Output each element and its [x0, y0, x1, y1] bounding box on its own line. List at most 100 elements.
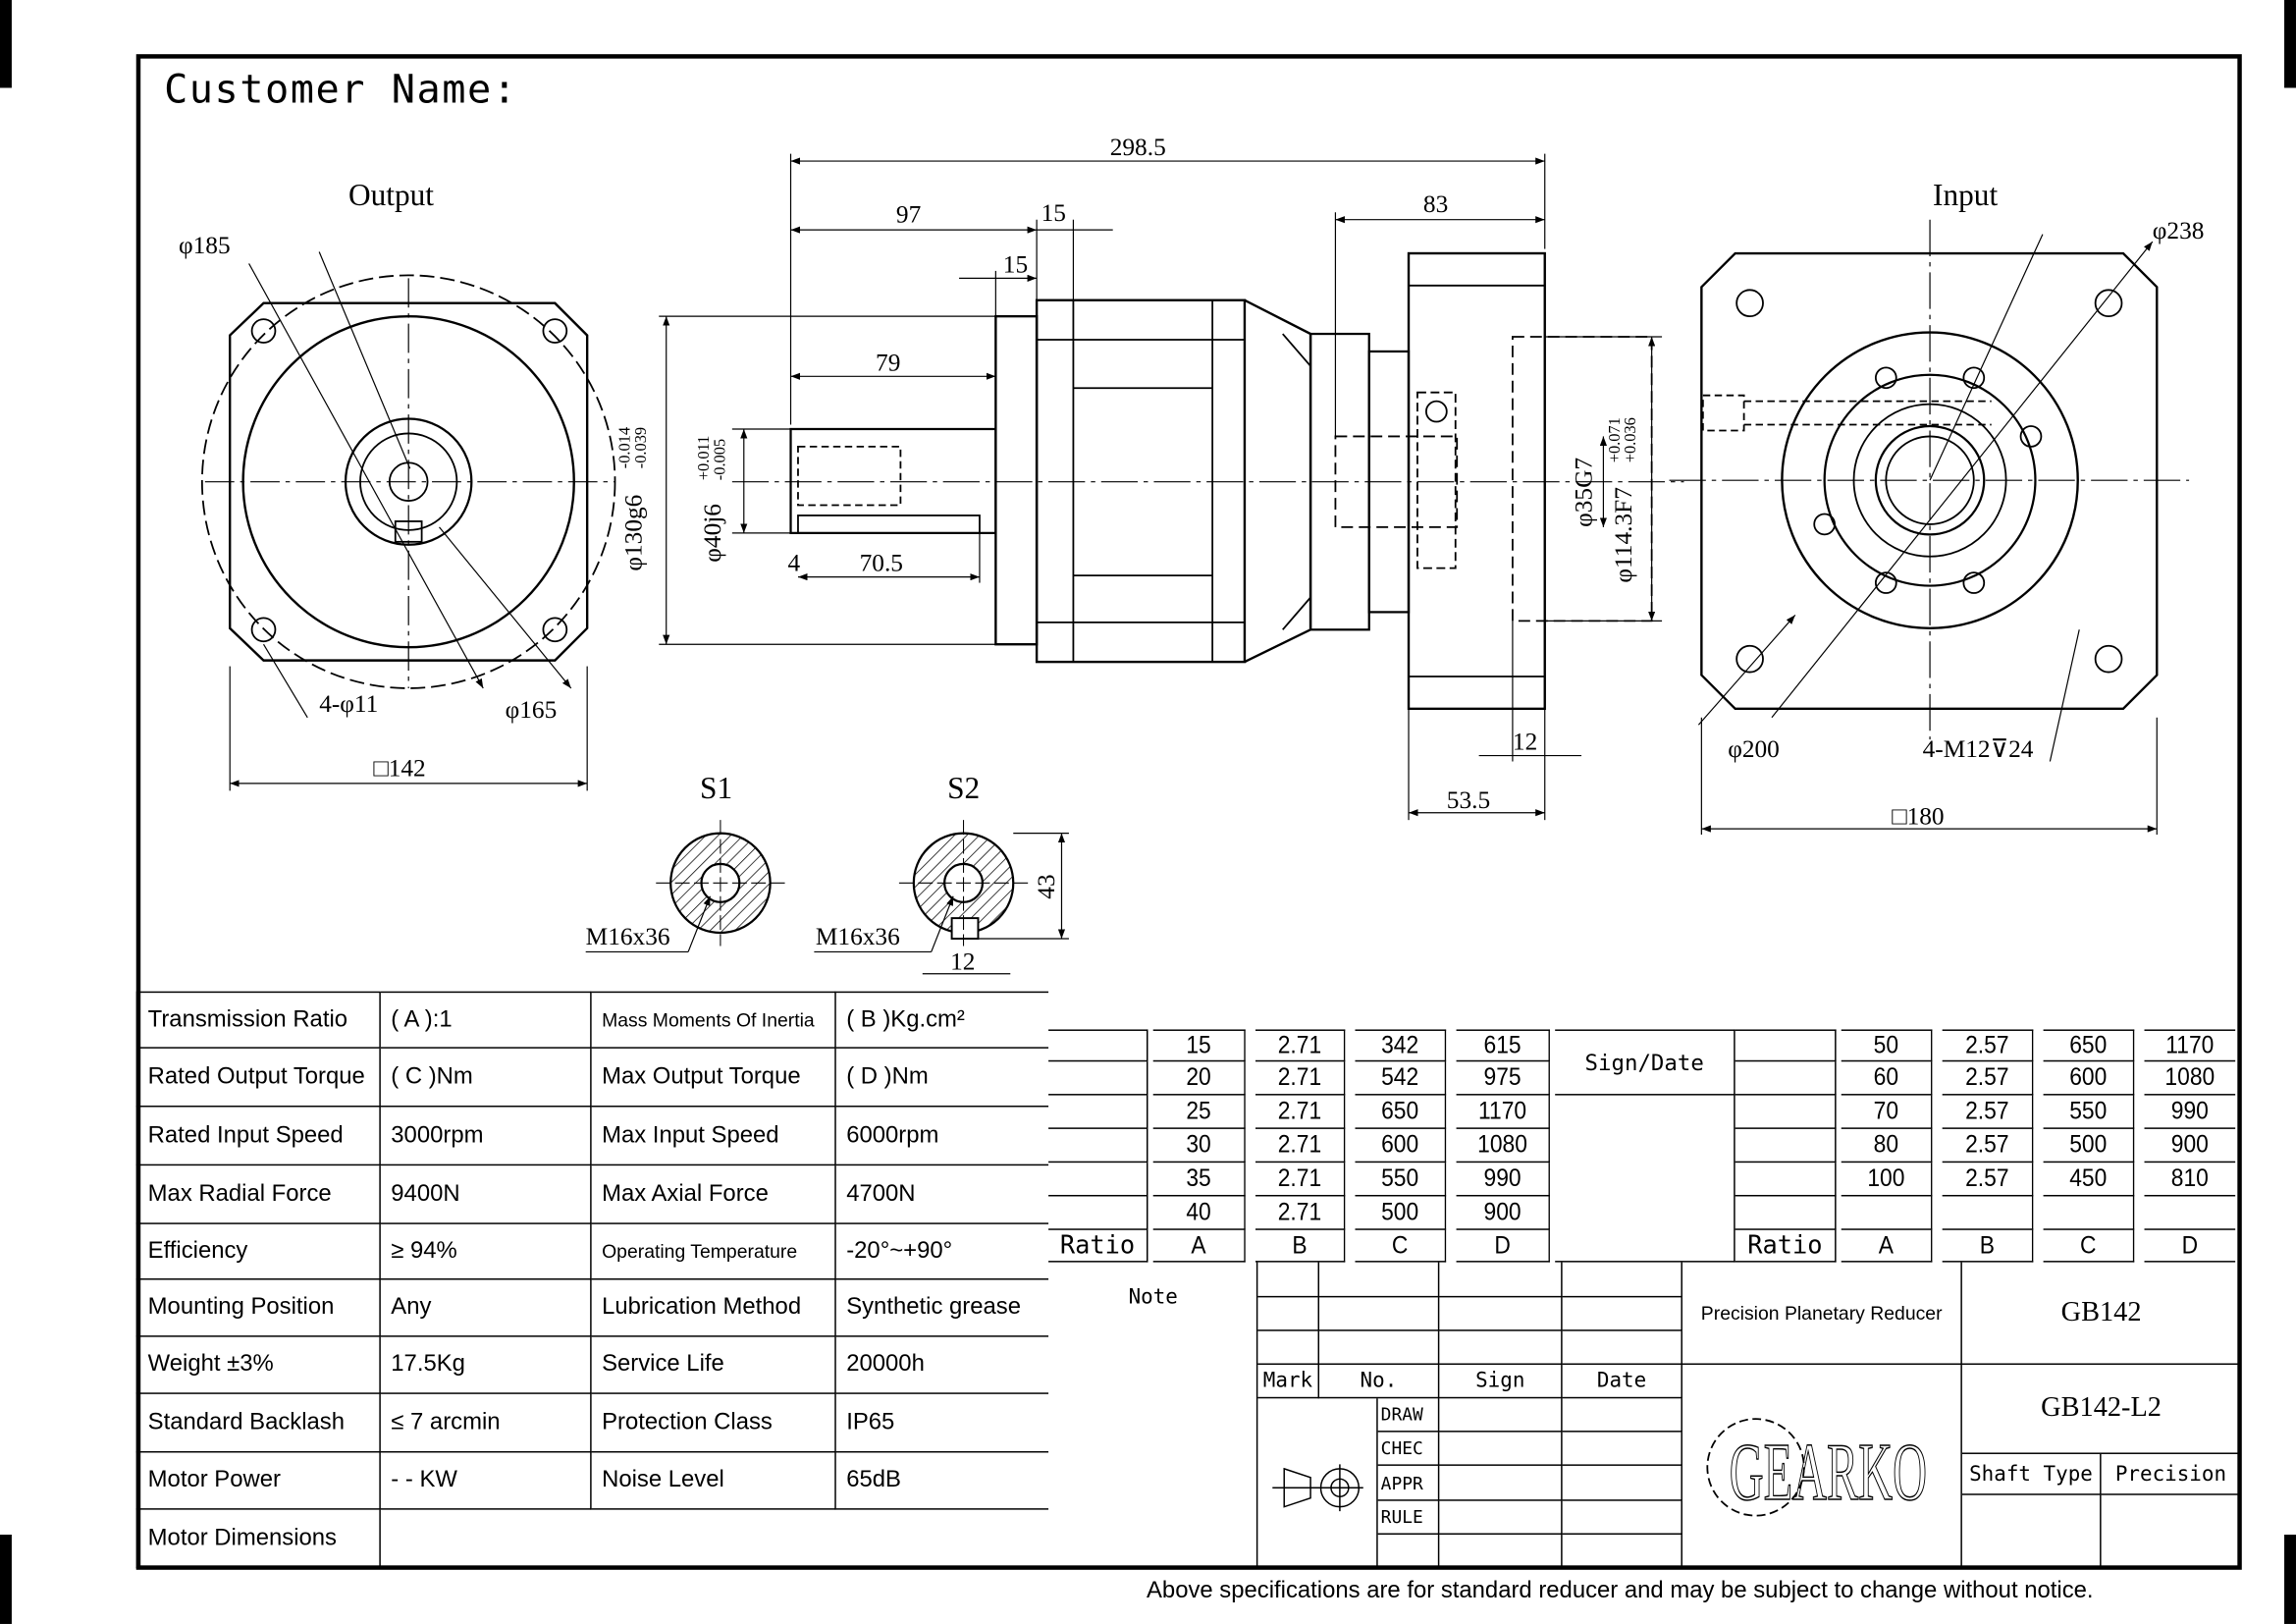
ratio-cell: 15	[1152, 1029, 1246, 1062]
ratio-header-cell: C	[1355, 1229, 1447, 1263]
dim-square-142: □142	[373, 754, 425, 782]
spec-label: Operating Temperature	[591, 1223, 836, 1280]
dim-12: 12	[1513, 729, 1537, 756]
ratio-cell: 2.71	[1255, 1095, 1346, 1129]
ratio-cell: 342	[1355, 1029, 1447, 1062]
spec-label: Service Life	[591, 1336, 836, 1394]
tapped-hole	[2094, 644, 2123, 674]
ratio-cell: 900	[2144, 1129, 2236, 1164]
ratio-cell	[2043, 1196, 2135, 1230]
revision-cell	[1257, 1262, 1320, 1298]
revision-cell	[1319, 1297, 1440, 1331]
dim-dia-200: φ200	[1728, 735, 1780, 763]
ratio-cell: 20	[1152, 1061, 1246, 1096]
dim-input-pilot-dia: φ114.3F7	[1610, 487, 1637, 582]
sign-date-cell	[1555, 1095, 1735, 1263]
bolt-hole	[542, 617, 568, 643]
spec-value: 65dB	[835, 1452, 1049, 1510]
ratio-cell: 2.57	[1942, 1095, 2034, 1129]
ratio-cell: 40	[1152, 1196, 1246, 1230]
revision-cell	[1562, 1330, 1682, 1365]
approval-sign-cell	[1439, 1500, 1563, 1535]
dim-dia-238: φ238	[2153, 217, 2205, 244]
spec-value: ( C )Nm	[380, 1048, 592, 1108]
s1-thread: M16x36	[586, 923, 670, 950]
dim-shaft-tol-lower: -0.005	[710, 439, 728, 480]
approval-sign-cell	[1439, 1534, 1563, 1569]
spec-label: Transmission Ratio	[135, 991, 381, 1049]
approval-role: RULE	[1377, 1500, 1440, 1535]
dim-bore-dia: φ35G7	[1570, 458, 1597, 527]
note-cell	[1048, 1262, 1258, 1569]
corner-mark	[2284, 1534, 2296, 1624]
logo-text: GEARKO	[1730, 1427, 1927, 1517]
projection-symbol	[1257, 1398, 1378, 1569]
spec-label: Standard Backlash	[135, 1393, 381, 1453]
bolt-hole	[250, 617, 277, 643]
ratio-header-cell: B	[1942, 1229, 2034, 1263]
ratio-cell: 650	[1355, 1095, 1447, 1129]
revision-cell	[1257, 1297, 1320, 1331]
dim-input-tol-upper: +0.071	[1605, 417, 1624, 462]
approval-date-cell	[1562, 1398, 1682, 1433]
corner-mark	[0, 1534, 12, 1624]
revision-cell	[1319, 1330, 1440, 1365]
dim-4: 4	[788, 550, 801, 577]
s1-title: S1	[700, 771, 732, 805]
ratio-cell: 542	[1355, 1061, 1447, 1096]
precision-value	[2102, 1495, 2241, 1569]
ratio-cell: 900	[1456, 1196, 1550, 1230]
dim-15a: 15	[1041, 199, 1066, 227]
footer-disclaimer: Above specifications are for standard re…	[1147, 1578, 2094, 1604]
ratio-cell: 2.57	[1942, 1029, 2034, 1062]
dim-pilot-dia: φ130g6	[619, 495, 647, 571]
spec-value: ≥ 94%	[380, 1223, 592, 1280]
approval-role: CHEC	[1377, 1432, 1440, 1466]
ratio-cell	[2144, 1196, 2236, 1230]
spec-value: Any	[380, 1279, 592, 1337]
company-logo: GEARKO	[1682, 1364, 1962, 1569]
spec-value: ( A ):1	[380, 991, 592, 1049]
ratio-cell	[1048, 1163, 1148, 1197]
spec-value: ( D )Nm	[835, 1049, 1049, 1108]
dim-pilot-tol-lower: -0.039	[631, 427, 650, 468]
ratio-cell: 25	[1152, 1095, 1246, 1129]
ratio-cell: 2.71	[1255, 1061, 1346, 1096]
spec-label: Weight ±3%	[135, 1336, 381, 1394]
dim-97: 97	[896, 201, 921, 229]
ratio-cell: 50	[1841, 1029, 1933, 1062]
ratio-cell	[1942, 1196, 2034, 1230]
ratio-cell: 1080	[1456, 1128, 1550, 1164]
ratio-cell: 30	[1152, 1128, 1246, 1164]
spec-value: 3000rpm	[380, 1107, 592, 1166]
approval-date-cell	[1562, 1534, 1682, 1569]
ratio-cell	[1735, 1061, 1837, 1096]
spec-value: -20°~+90°	[835, 1224, 1049, 1280]
ratio-cell: 500	[2043, 1128, 2135, 1164]
ratio-cell: 2.71	[1255, 1029, 1346, 1062]
approval-role	[1377, 1534, 1440, 1569]
ratio-cell	[1048, 1128, 1148, 1164]
precision-label: Precision	[2101, 1454, 2241, 1495]
output-view	[200, 251, 616, 791]
ratio-header-cell: A	[1841, 1229, 1933, 1263]
ratio-cell: 80	[1841, 1128, 1933, 1164]
tapped-hole	[2094, 289, 2123, 318]
dim-overall-length: 298.5	[1110, 134, 1166, 161]
ratio-cell: 100	[1841, 1163, 1933, 1197]
s2-key-width: 12	[950, 947, 975, 975]
output-view-title: Output	[348, 178, 434, 212]
revision-cell	[1562, 1297, 1682, 1331]
ratio-cell	[1735, 1163, 1837, 1197]
spec-label: Mass Moments Of Inertia	[591, 991, 836, 1049]
drawing-frame	[135, 54, 2242, 1570]
spec-value: ( B )Kg.cm²	[835, 991, 1049, 1049]
spec-value: IP65	[835, 1394, 1049, 1453]
dim-dia-165: φ165	[506, 696, 558, 724]
ratio-cell	[1048, 1029, 1148, 1062]
approval-sign-cell	[1439, 1432, 1563, 1466]
dim-shaft-tol-upper: +0.011	[694, 436, 713, 481]
ratio-cell: 990	[1456, 1163, 1550, 1197]
revision-cell	[1562, 1262, 1682, 1298]
spec-value: 4700N	[835, 1165, 1049, 1224]
